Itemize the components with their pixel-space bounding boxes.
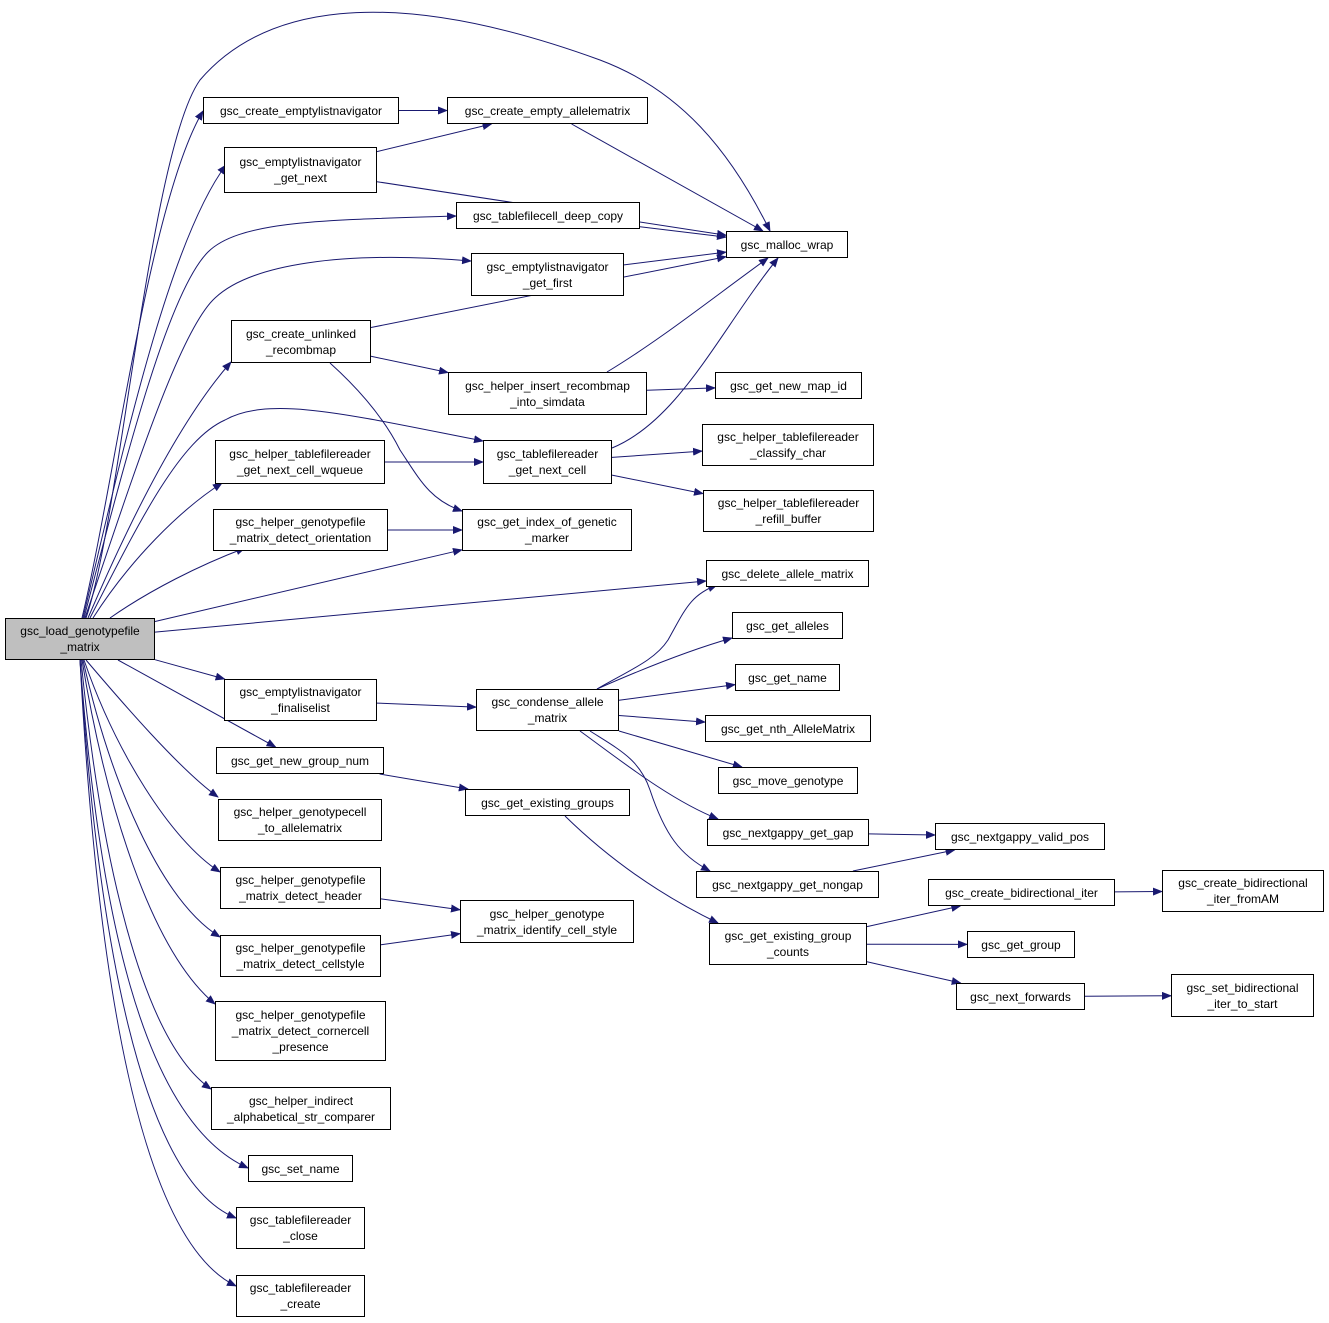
node-gsc-next-forwards[interactable]: gsc_next_forwards (956, 983, 1085, 1010)
node-gsc-emptylistnavigator-finaliselist[interactable]: gsc_emptylistnavigator _finaliselist (224, 679, 377, 721)
edge-condense-to-getalleles (596, 636, 733, 690)
node-gsc-helper-indirect-alphabetical-str-comparer[interactable]: gsc_helper_indirect _alphabetical_str_co… (211, 1087, 391, 1130)
node-gsc-get-alleles[interactable]: gsc_get_alleles (732, 612, 843, 639)
node-gsc-get-existing-groups[interactable]: gsc_get_existing_groups (465, 789, 630, 816)
node-gsc-tablefilereader-create[interactable]: gsc_tablefilereader _create (236, 1275, 365, 1317)
edge-tfrnext-to-refill (611, 474, 704, 496)
node-gsc-get-nth-allelematrix[interactable]: gsc_get_nth_AlleleMatrix (705, 715, 871, 742)
edge-hgmdcs-to-hgmics (380, 930, 461, 946)
node-gsc-helper-genotypefile-matrix-detect-cellstyle[interactable]: gsc_helper_genotypefile _matrix_detect_c… (220, 935, 381, 977)
edge-condense-to-ngap (579, 730, 719, 820)
node-gsc-helper-tablefilereader-classify-char[interactable]: gsc_helper_tablefilereader _classify_cha… (702, 424, 874, 466)
edge-load-to-tfrnext (89, 408, 484, 619)
edge-geg-to-gegc (564, 815, 719, 924)
edge-cur-to-hirm (370, 355, 449, 375)
edge-hirm-to-gnmi (646, 384, 716, 393)
node-gsc-helper-tablefilereader-get-next-cell-wqueue[interactable]: gsc_helper_tablefilereader _get_next_cel… (215, 440, 385, 484)
edge-gegc-to-nextfwd (866, 961, 962, 985)
node-gsc-helper-tablefilereader-refill-buffer[interactable]: gsc_helper_tablefilereader _refill_buffe… (703, 490, 874, 532)
edge-load-to-hgmdh (83, 659, 221, 873)
edge-nnongap-to-nvalid (852, 847, 956, 872)
edge-ceam-to-malloc (571, 123, 764, 232)
edge-load-to-gngn (117, 659, 277, 748)
node-gsc-tablefilereader-get-next-cell[interactable]: gsc_tablefilereader _get_next_cell (483, 440, 612, 484)
edge-hgmdh-to-hgmics (380, 898, 461, 913)
edge-elfinal-to-condense (376, 702, 477, 711)
edge-ngap-to-nvalid (868, 830, 936, 839)
edge-load-to-hgcell (85, 659, 219, 798)
edge-tfrnext-to-classify (611, 447, 703, 458)
edge-load-to-htfnextq (92, 482, 223, 619)
node-gsc-helper-genotypefile-matrix-detect-header[interactable]: gsc_helper_genotypefile _matrix_detect_h… (220, 867, 381, 909)
node-gsc-emptylistnavigator-get-first[interactable]: gsc_emptylistnavigator _get_first (471, 253, 624, 296)
edge-gngn-to-geg (379, 773, 469, 792)
node-gsc-tablefilecell-deep-copy[interactable]: gsc_tablefilecell_deep_copy (456, 202, 640, 229)
node-gsc-load-genotypefile-matrix: gsc_load_genotypefile _matrix (5, 618, 155, 660)
node-gsc-create-emptylistnavigator[interactable]: gsc_create_emptylistnavigator (203, 97, 399, 124)
node-gsc-get-new-map-id[interactable]: gsc_get_new_map_id (715, 372, 862, 399)
node-gsc-set-name[interactable]: gsc_set_name (248, 1155, 353, 1182)
edge-load-to-malloc (85, 11, 771, 619)
edge-load-to-tfrclose (79, 659, 237, 1219)
edge-elfirst-to-malloc (623, 249, 727, 266)
node-gsc-create-bidirectional-iter-fromam[interactable]: gsc_create_bidirectional _iter_fromAM (1162, 870, 1324, 912)
node-gsc-condense-allele-matrix[interactable]: gsc_condense_allele _matrix (476, 689, 619, 731)
edge-load-to-cur (87, 361, 232, 619)
edge-condense-to-getname (618, 681, 736, 701)
edge-load-to-tfcopy (83, 212, 457, 619)
node-gsc-helper-genotypefile-matrix-detect-orientation[interactable]: gsc_helper_genotypefile _matrix_detect_o… (213, 509, 388, 551)
edge-hirm-to-malloc (606, 257, 769, 373)
node-gsc-helper-genotypecell-to-allelematrix[interactable]: gsc_helper_genotypecell _to_allelematrix (218, 799, 382, 841)
node-gsc-malloc-wrap[interactable]: gsc_malloc_wrap (726, 231, 848, 258)
edge-load-to-setname (79, 659, 249, 1169)
edge-load-to-hgmdo (109, 547, 246, 619)
edge-load-to-dam (154, 577, 707, 633)
node-gsc-set-bidirectional-iter-to-start[interactable]: gsc_set_bidirectional _iter_to_start (1171, 974, 1314, 1017)
node-gsc-tablefilereader-close[interactable]: gsc_tablefilereader _close (236, 1207, 365, 1249)
edge-tfrnext-to-malloc (611, 257, 779, 449)
node-gsc-delete-allele-matrix[interactable]: gsc_delete_allele_matrix (706, 560, 869, 587)
edge-elnext-to-ceam (376, 122, 493, 153)
edge-tfcopy-to-malloc (639, 226, 727, 240)
node-gsc-get-existing-group-counts[interactable]: gsc_get_existing_group _counts (709, 923, 867, 965)
node-gsc-helper-insert-recombmap-into-simdata[interactable]: gsc_helper_insert_recombmap _into_simdat… (448, 372, 647, 415)
node-gsc-create-unlinked-recombmap[interactable]: gsc_create_unlinked _recombmap (231, 320, 371, 363)
edge-condense-to-getnth (618, 715, 706, 726)
edge-load-to-tfrcreate (79, 659, 237, 1287)
node-gsc-create-empty-allelematrix[interactable]: gsc_create_empty_allelematrix (447, 97, 648, 124)
node-gsc-helper-genotype-matrix-identify-cell-style[interactable]: gsc_helper_genotype _matrix_identify_cel… (460, 900, 634, 943)
edge-load-to-cenav (81, 110, 204, 619)
edge-load-to-hgmdcs (82, 659, 221, 938)
node-gsc-nextgappy-get-gap[interactable]: gsc_nextgappy_get_gap (707, 819, 869, 846)
edge-condense-to-dam (596, 584, 718, 690)
node-gsc-get-index-of-genetic-marker[interactable]: gsc_get_index_of_genetic _marker (462, 509, 632, 551)
edge-load-to-elnext (82, 164, 227, 619)
edge-condense-to-movegen (618, 730, 743, 769)
node-gsc-get-new-group-num[interactable]: gsc_get_new_group_num (216, 747, 384, 774)
node-gsc-move-genotype[interactable]: gsc_move_genotype (718, 767, 858, 794)
node-gsc-create-bidirectional-iter[interactable]: gsc_create_bidirectional_iter (928, 879, 1115, 906)
node-gsc-nextgappy-get-nongap[interactable]: gsc_nextgappy_get_nongap (696, 871, 879, 898)
edge-cur-to-gigm (329, 362, 463, 512)
edge-load-to-hgmdcp (81, 659, 216, 1005)
node-gsc-get-group[interactable]: gsc_get_group (967, 931, 1075, 958)
edge-gegc-to-cbi (866, 904, 962, 928)
edge-condense-to-nnongap (589, 730, 711, 872)
node-gsc-nextgappy-valid-pos[interactable]: gsc_nextgappy_valid_pos (935, 823, 1105, 850)
edge-load-to-hiasc (80, 659, 212, 1090)
edge-load-to-elfinal (154, 659, 226, 681)
edge-load-to-elfirst (84, 256, 472, 619)
node-gsc-helper-genotypefile-matrix-detect-cornercell-presence[interactable]: gsc_helper_genotypefile _matrix_detect_c… (215, 1001, 386, 1061)
node-gsc-emptylistnavigator-get-next[interactable]: gsc_emptylistnavigator _get_next (224, 147, 377, 193)
edge-load-to-gigm (154, 547, 463, 622)
node-gsc-get-name[interactable]: gsc_get_name (735, 664, 840, 691)
